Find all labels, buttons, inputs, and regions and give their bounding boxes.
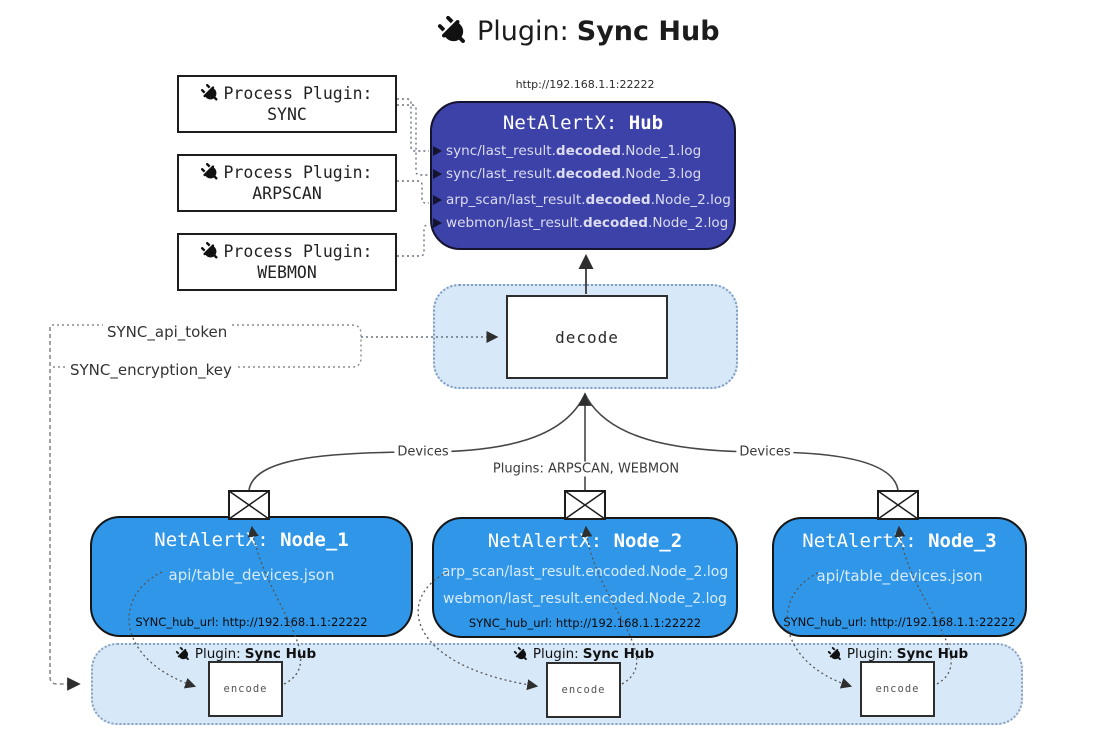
process-plugin-label: Process Plugin: (223, 163, 373, 182)
sync-api-token-label: SYNC_api_token (103, 323, 232, 341)
plug-icon (511, 643, 532, 664)
node-title-prefix: NetAlertX: (154, 529, 269, 551)
decode-box: decode (506, 295, 668, 379)
hub-log-line: sync/last_result.decoded.Node_3.log (432, 162, 734, 185)
hub-url-label: http://192.168.1.1:22222 (515, 78, 655, 91)
log-post: .Node_3.log (620, 165, 702, 182)
node-2-box: NetAlertX: Node_2 arp_scan/last_result.e… (432, 517, 738, 638)
arrow-right-icon (433, 145, 442, 156)
edge-sync-line2 (397, 104, 429, 176)
node-file-line: webmon/last_result.encoded.Node_2.log (443, 591, 727, 607)
page-title-prefix: Plugin: (477, 16, 569, 47)
process-plugin-name: WEBMON (257, 263, 317, 282)
encode-box: encode (546, 662, 621, 718)
node-file-line: api/table_devices.json (168, 566, 335, 584)
log-bold: decoded (555, 165, 621, 182)
strip-plugin-label: Plugin: Sync Hub (176, 646, 316, 662)
encode-box: encode (208, 661, 283, 717)
hub-log-line: sync/last_result.decoded.Node_1.log (432, 139, 734, 162)
page-title: Plugin: Sync Hub (438, 16, 720, 47)
log-post: .Node_2.log (648, 214, 729, 231)
arrow-right-icon (433, 195, 442, 205)
hub-box: NetAlertX: Hub sync/last_result.decoded.… (430, 101, 736, 250)
log-bold: decoded (585, 192, 651, 208)
plug-icon (198, 238, 225, 265)
process-plugin-webmon-box: Process Plugin: WEBMON (177, 233, 397, 291)
node-title: NetAlertX: Node_2 (434, 529, 736, 553)
edge-config-strip (49, 327, 81, 691)
hub-log-line: webmon/last_result.decoded.Node_2.log (432, 211, 734, 234)
plug-icon (825, 643, 846, 664)
node-title-bold: Node_1 (280, 529, 349, 551)
node-hub-url: SYNC_hub_url: http://192.168.1.1:22222 (468, 616, 702, 630)
hub-log-lines: sync/last_result.decoded.Node_1.log sync… (432, 139, 734, 234)
envelope-icon (228, 490, 270, 520)
node-title: NetAlertX: Node_3 (774, 529, 1025, 553)
process-plugin-label: Process Plugin: (223, 84, 373, 103)
page-title-bold: Sync Hub (576, 16, 720, 47)
envelope-icon (564, 490, 606, 520)
sync-encryption-key-label: SYNC_encryption_key (66, 361, 236, 379)
node-hub-url: SYNC_hub_url: http://192.168.1.1:22222 (783, 615, 1016, 629)
node-1-box: NetAlertX: Node_1 api/table_devices.json… (90, 516, 413, 637)
node-title: NetAlertX: Node_1 (92, 528, 411, 552)
devices-left-label: Devices (394, 444, 452, 460)
log-pre: sync/last_result. (446, 142, 556, 159)
log-pre: arp_scan/last_result. (446, 192, 586, 208)
process-plugin-arpscan-box: Process Plugin: ARPSCAN (177, 154, 397, 212)
log-pre: sync/last_result. (446, 165, 556, 182)
log-post: .Node_1.log (620, 142, 702, 159)
log-pre: webmon/last_result. (446, 214, 583, 231)
hub-title-bold: Hub (628, 112, 664, 134)
node-title-prefix: NetAlertX: (487, 530, 603, 552)
hub-log-line: arp_scan/last_result.decoded.Node_2.log (432, 189, 734, 211)
strip-plugin-bold: Sync Hub (244, 646, 317, 662)
strip-plugin-label: Plugin: Sync Hub (514, 646, 654, 662)
hub-title-prefix: NetAlertX: (502, 112, 618, 134)
strip-plugin-bold: Sync Hub (582, 646, 655, 662)
node-hub-url: SYNC_hub_url: http://192.168.1.1:22222 (135, 615, 368, 629)
node-file-line: api/table_devices.json (816, 567, 983, 585)
log-bold: decoded (555, 142, 621, 159)
process-plugin-label: Process Plugin: (223, 242, 373, 261)
edge-arpscan-line3 (397, 180, 429, 204)
hub-title: NetAlertX: Hub (432, 110, 734, 136)
node-title-prefix: NetAlertX: (802, 530, 917, 552)
envelope-icon (877, 490, 919, 520)
node-3-box: NetAlertX: Node_3 api/table_devices.json… (772, 517, 1027, 637)
strip-plugin-bold: Sync Hub (896, 646, 969, 662)
encode-box: encode (860, 661, 935, 717)
log-bold: decoded (582, 214, 648, 231)
strip-plugin-label: Plugin: Sync Hub (828, 646, 968, 662)
plug-icon (173, 643, 194, 664)
strip-plugin-prefix: Plugin: (846, 646, 893, 662)
process-plugin-sync-header: Process Plugin: (198, 80, 373, 107)
process-plugin-sync-box: Process Plugin: SYNC (177, 75, 397, 133)
process-plugin-webmon-header: Process Plugin: (198, 238, 373, 265)
plug-icon (432, 10, 476, 54)
strip-plugin-prefix: Plugin: (194, 646, 241, 662)
log-post: .Node_2.log (650, 192, 731, 208)
edge-sync-line1 (397, 98, 429, 152)
process-plugin-name: SYNC (267, 105, 307, 124)
node-title-bold: Node_3 (928, 530, 997, 552)
plug-icon (198, 80, 225, 107)
edge-webmon-line4 (397, 224, 429, 257)
plugins-center-label: Plugins: ARPSCAN, WEBMON (489, 461, 683, 477)
process-plugin-arpscan-header: Process Plugin: (198, 159, 373, 186)
strip-plugin-prefix: Plugin: (532, 646, 579, 662)
node-title-bold: Node_2 (613, 530, 683, 552)
devices-right-label: Devices (736, 444, 794, 460)
node-file-line: arp_scan/last_result.encoded.Node_2.log (441, 564, 729, 580)
arrow-right-icon (433, 217, 442, 228)
plug-icon (198, 159, 225, 186)
process-plugin-name: ARPSCAN (252, 184, 322, 203)
arrow-right-icon (433, 168, 442, 179)
